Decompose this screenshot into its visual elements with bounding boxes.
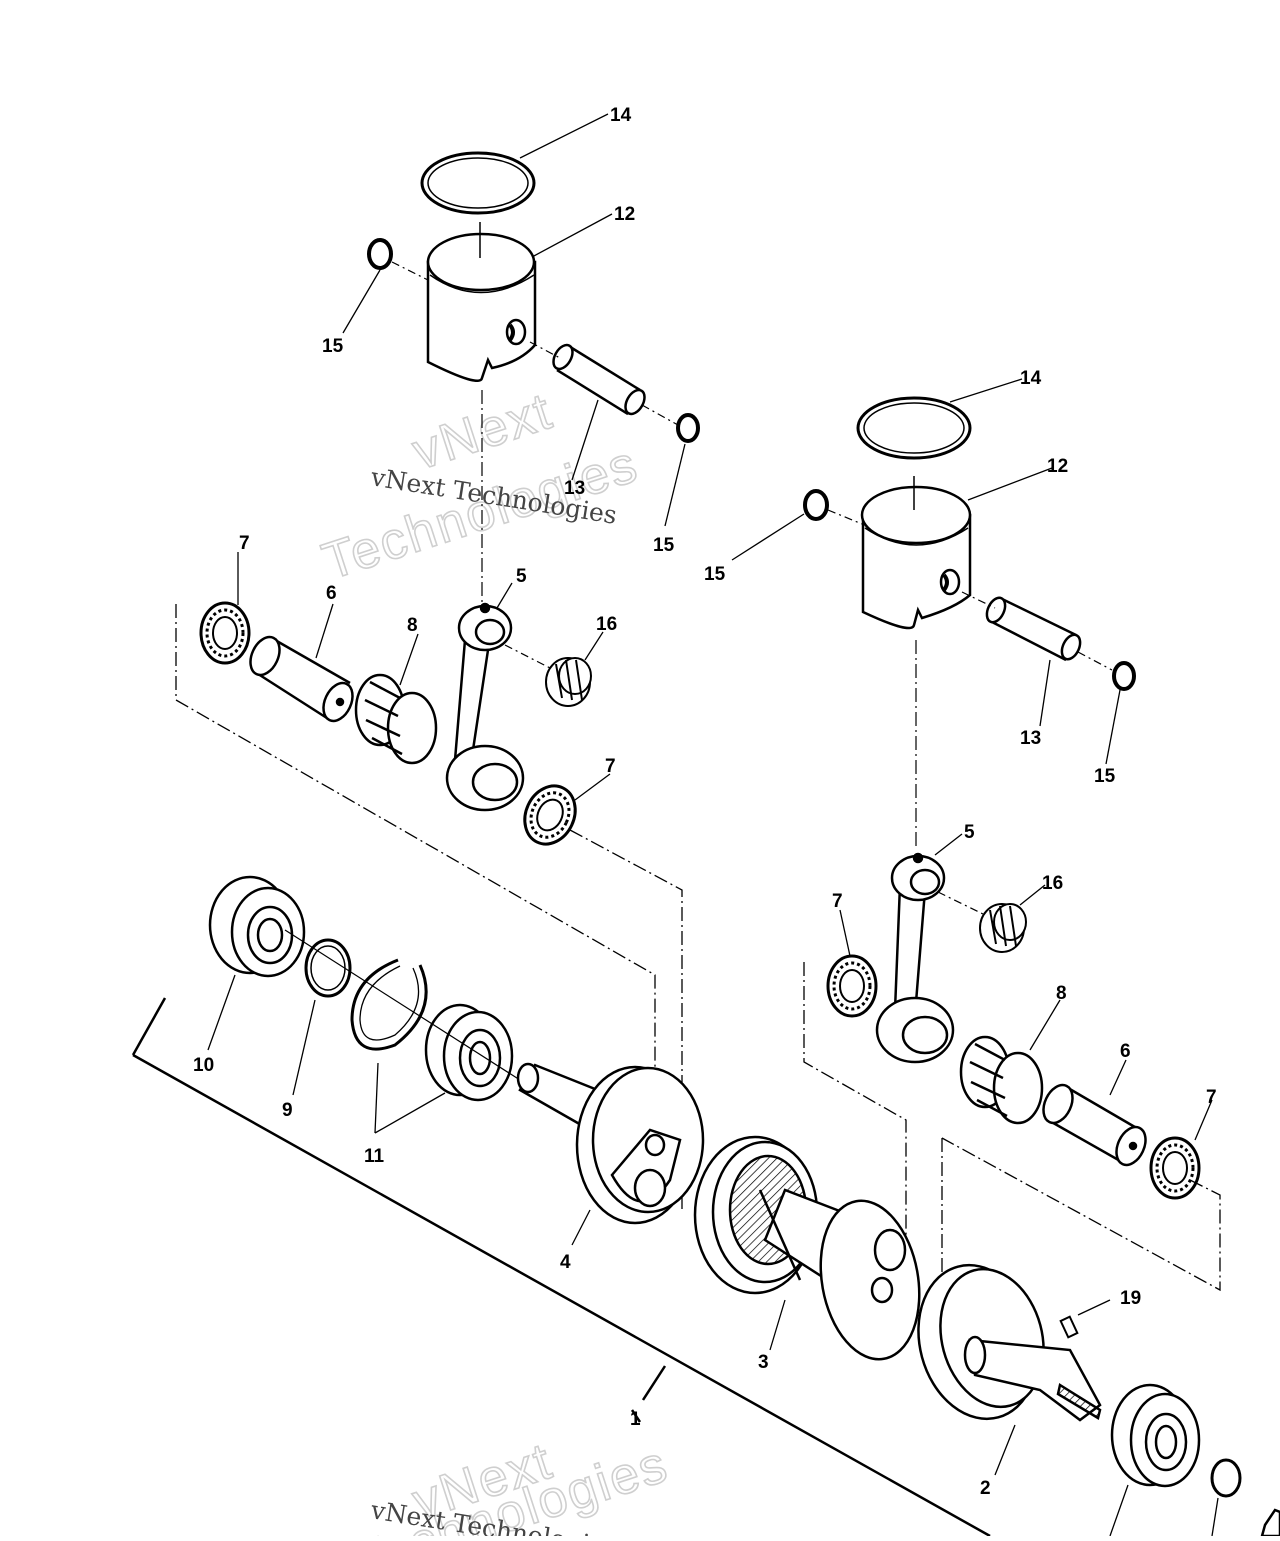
callout-15: 15 bbox=[653, 535, 675, 556]
ball-bearing-10 bbox=[208, 875, 306, 978]
circlip-15-pin-left bbox=[676, 413, 700, 443]
callout-6: 6 bbox=[1120, 1041, 1131, 1062]
ball-bearing-right bbox=[1110, 1383, 1201, 1488]
callout-16: 16 bbox=[596, 614, 617, 635]
piston-12-left bbox=[426, 232, 537, 382]
thrust-washer-7-right-left bbox=[826, 954, 878, 1018]
piston-12-right bbox=[860, 485, 972, 630]
callout-7: 7 bbox=[832, 891, 843, 912]
callout-15: 15 bbox=[1094, 766, 1116, 787]
connecting-rod-5-right bbox=[875, 852, 955, 1064]
callout-4: 4 bbox=[560, 1252, 571, 1273]
callout-9: 9 bbox=[282, 1100, 293, 1121]
circlip-9 bbox=[304, 938, 352, 998]
woodruff-key-19 bbox=[1059, 1315, 1079, 1339]
nut-bottom-right bbox=[1260, 1508, 1280, 1538]
callout-12: 12 bbox=[614, 204, 635, 225]
assembly-bracket-right bbox=[803, 962, 1221, 1292]
crank-end-2 bbox=[917, 1263, 1102, 1422]
needle-bearing-16-left bbox=[545, 657, 592, 707]
needle-bearing-16-right bbox=[979, 903, 1027, 953]
callout-2: 2 bbox=[980, 1478, 991, 1499]
roller-bearing-8-upper-left bbox=[354, 670, 438, 765]
callout-labels: 14 12 15 13 15 7 6 8 5 16 7 14 12 15 13 … bbox=[193, 105, 1217, 1499]
roller-bearing-8-right bbox=[959, 1035, 1044, 1125]
circlip-15-left bbox=[367, 238, 393, 270]
thrust-washer-7-upper-mid bbox=[523, 784, 577, 846]
callout-5: 5 bbox=[964, 822, 975, 843]
circlip-15-pin-right bbox=[1112, 661, 1136, 691]
callout-14: 14 bbox=[610, 105, 632, 126]
callout-6: 6 bbox=[326, 583, 337, 604]
piston-ring-14-left bbox=[420, 151, 536, 215]
crank-half-4 bbox=[516, 1062, 705, 1225]
callout-19: 19 bbox=[1120, 1288, 1141, 1309]
watermark-bottom: vNext Technologies vNext Technologies bbox=[345, 1431, 676, 1541]
crank-pin-6-upper-left bbox=[249, 635, 355, 723]
callout-11: 11 bbox=[364, 1146, 385, 1167]
callout-15: 15 bbox=[704, 564, 726, 585]
callout-14: 14 bbox=[1020, 368, 1042, 389]
circlip-bottom-right bbox=[1210, 1458, 1242, 1498]
callout-13: 13 bbox=[1020, 728, 1041, 749]
callout-8: 8 bbox=[407, 615, 418, 636]
callout-7: 7 bbox=[1206, 1087, 1217, 1108]
piston-pin-13-left bbox=[552, 343, 646, 416]
thrust-washer-7-right-right bbox=[1149, 1136, 1201, 1200]
assembly-bracket-1 bbox=[131, 997, 991, 1538]
callout-1: 1 bbox=[630, 1409, 641, 1430]
callout-10: 10 bbox=[193, 1055, 214, 1076]
ball-bearing-11 bbox=[424, 1003, 514, 1102]
callout-12: 12 bbox=[1047, 456, 1068, 477]
callout-5: 5 bbox=[516, 566, 527, 587]
callout-8: 8 bbox=[1056, 983, 1067, 1004]
callout-7: 7 bbox=[239, 533, 250, 554]
crank-center-3 bbox=[693, 1135, 921, 1361]
leader-lines bbox=[207, 113, 1219, 1537]
piston-ring-14-right bbox=[856, 396, 972, 460]
thrust-washer-7-upper-left bbox=[199, 601, 251, 665]
callout-15: 15 bbox=[322, 336, 344, 357]
connecting-rod-5-left bbox=[445, 602, 525, 812]
callout-3: 3 bbox=[758, 1352, 769, 1373]
callout-16: 16 bbox=[1042, 873, 1063, 894]
piston-pin-13-right bbox=[985, 596, 1082, 662]
circlip-15-right bbox=[803, 489, 829, 521]
watermark-top: vNext Technologies vNext Technologies bbox=[315, 381, 646, 592]
snap-ring-11 bbox=[350, 958, 428, 1051]
callout-13: 13 bbox=[564, 478, 585, 499]
crank-pin-6-right bbox=[1042, 1083, 1147, 1167]
callout-7: 7 bbox=[605, 756, 616, 777]
